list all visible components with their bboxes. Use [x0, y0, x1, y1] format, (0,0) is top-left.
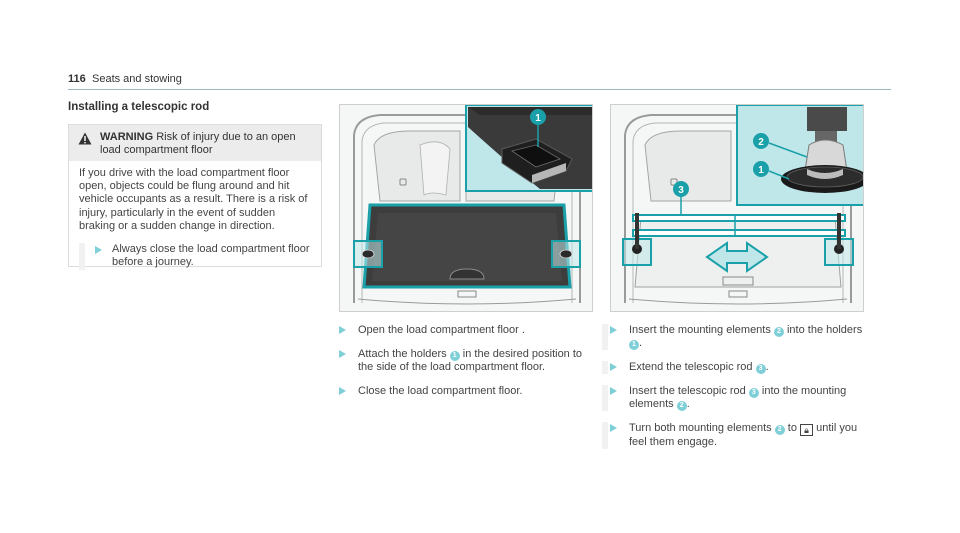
step-side-bar	[602, 385, 608, 411]
instruction-step: Open the load compartment floor .	[339, 324, 595, 337]
instruction-step: Insert the telescopic rod 3 into the mou…	[602, 385, 866, 411]
running-header: Seats and stowing	[92, 73, 182, 85]
warning-header: WARNING Risk of injury due to an open lo…	[69, 125, 321, 161]
step-arrow-icon	[610, 424, 617, 432]
step-text: .	[686, 398, 690, 410]
step-text: .	[765, 361, 769, 373]
step-text: Extend the telescopic rod	[629, 361, 756, 373]
step-side-bar	[602, 361, 608, 374]
step-text: Close the load compartment floor.	[358, 385, 523, 397]
instruction-step: Extend the telescopic rod 3.	[602, 361, 866, 374]
instruction-step: Insert the mounting elements 2 into the …	[602, 324, 866, 350]
step-callout-number: 1	[629, 340, 639, 350]
figure2-callout-1: 1	[758, 165, 764, 176]
figure1-callout-1: 1	[535, 113, 541, 124]
instruction-step: Attach the holders 1 in the desired posi…	[339, 348, 595, 374]
step-arrow-icon	[610, 387, 617, 395]
step-arrow-icon	[339, 350, 346, 358]
warning-triangle-icon	[78, 132, 92, 145]
warning-label: WARNING	[100, 131, 154, 143]
step-text: to	[784, 422, 801, 434]
figure-telescopic-rod: 2 1 3	[610, 104, 864, 312]
step-callout-number: 1	[449, 351, 460, 361]
step-callout-number: 3	[748, 388, 759, 398]
lock-icon: 🔒︎	[800, 424, 814, 436]
step-callout-number: 3	[755, 364, 766, 374]
warning-action-text: Always close the load compartment floor …	[112, 243, 310, 268]
telescopic-rod-illustration: 2 1 3	[611, 105, 863, 311]
step-text: until you feel them engage.	[629, 422, 858, 448]
step-text: Turn both mounting elements	[629, 422, 775, 434]
instruction-step: Turn both mounting elements 2 to 🔒︎ unti…	[602, 422, 866, 449]
step-callout-number: 2	[774, 425, 785, 435]
step-arrow-icon	[610, 326, 617, 334]
step-text: Attach the holders	[358, 348, 450, 360]
warning-headline: WARNING Risk of injury due to an open lo…	[100, 131, 315, 157]
step-callout-number: 2	[676, 401, 687, 411]
step-text: .	[639, 337, 643, 349]
figure2-callout-3: 3	[678, 185, 684, 196]
step-text: Insert the mounting elements	[629, 324, 774, 336]
step-text: into the mount­ing elements	[629, 385, 847, 410]
step-side-bar	[602, 324, 608, 350]
warning-box: WARNING Risk of injury due to an open lo…	[68, 124, 322, 270]
step-arrow-icon	[610, 363, 617, 371]
steps-list-right: Insert the mounting elements 2 into the …	[602, 324, 866, 460]
step-side-bar	[602, 422, 608, 449]
step-text: Insert the telescopic rod	[629, 385, 749, 397]
load-compartment-illustration: 1	[340, 105, 592, 311]
steps-list-left: Open the load compartment floor . Attach …	[339, 324, 595, 409]
warning-body: If you drive with the load compartment f…	[79, 167, 308, 232]
action-arrow-icon	[95, 246, 102, 254]
instruction-step: Close the load compartment floor.	[339, 385, 595, 398]
page-number: 116	[68, 73, 86, 85]
figure-load-compartment-holders: 1	[339, 104, 593, 312]
step-text: Open the load compartment floor .	[358, 324, 525, 336]
header-rule	[68, 89, 891, 90]
section-title: Installing a telescopic rod	[68, 101, 210, 113]
figure2-callout-2: 2	[758, 137, 764, 148]
step-callout-number: 2	[773, 327, 784, 337]
step-text: into the holders	[783, 324, 863, 336]
step-arrow-icon	[339, 387, 346, 395]
step-arrow-icon	[339, 326, 346, 334]
step-text: in the desired position to the side of t…	[358, 348, 583, 373]
warning-headline-text: Risk of injury due to an open load compa…	[100, 131, 296, 156]
action-side-bar	[79, 243, 85, 270]
warning-action: Always close the load compartment floor …	[79, 243, 313, 270]
